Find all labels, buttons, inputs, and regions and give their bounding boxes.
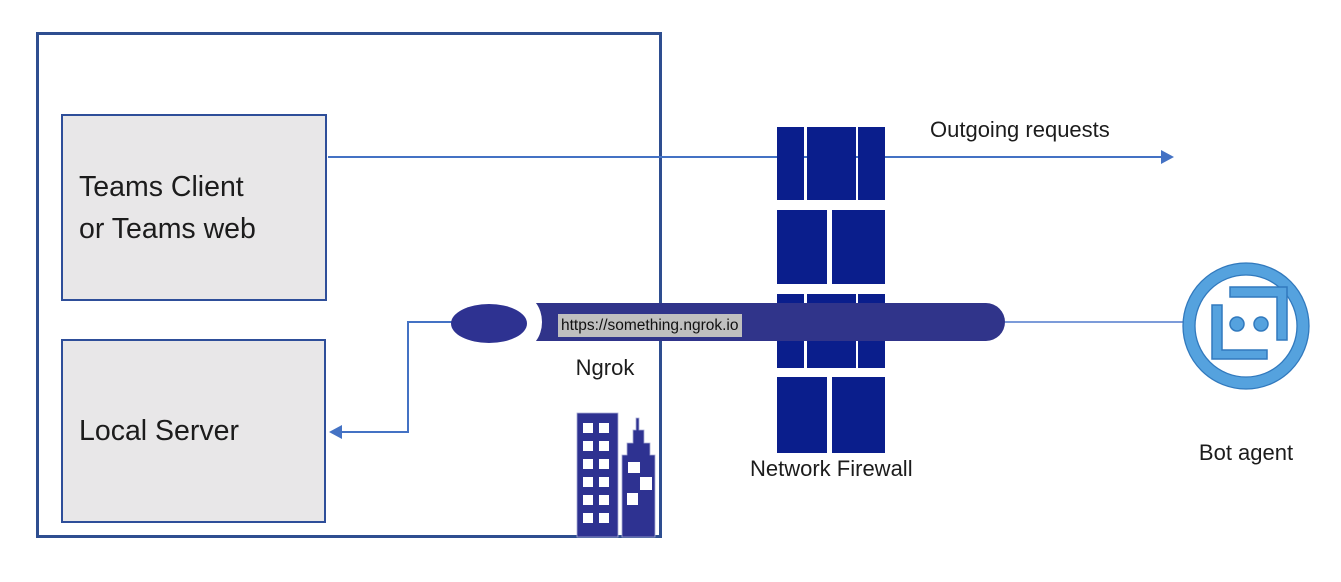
local-server-label: Local Server: [79, 415, 239, 447]
firewall-brick: [807, 127, 856, 200]
tunnel-to-server-line-h2: [342, 431, 408, 433]
firewall-brick: [832, 377, 885, 453]
teams-client-box: Teams Client or Teams web: [61, 114, 327, 301]
bot-face: [1211, 286, 1288, 360]
firewall-brick: [858, 127, 885, 200]
local-network-boundary: [36, 32, 662, 538]
tunnel-to-bot-line: [1005, 321, 1183, 323]
bot-agent-label: Bot agent: [1198, 440, 1294, 465]
network-firewall-label: Network Firewall: [750, 456, 913, 481]
firewall-brick: [777, 210, 827, 284]
teams-client-label: Teams Client or Teams web: [79, 170, 256, 245]
tower-windows: [627, 462, 652, 505]
bot-agent-icon: [1182, 262, 1310, 390]
tunnel-to-server-line-v: [407, 321, 409, 433]
local-server-box: Local Server: [61, 339, 326, 523]
tunnel-mouth-icon: [451, 304, 527, 343]
tunnel-to-server-line-h1: [408, 321, 452, 323]
ngrok-url-text: https://something.ngrok.io: [558, 314, 742, 337]
city-buildings-icon: [576, 412, 656, 538]
firewall-bricks-icon: [777, 127, 885, 453]
building-windows: [583, 423, 609, 523]
outgoing-requests-label: Outgoing requests: [930, 117, 1110, 142]
firewall-brick: [832, 210, 885, 284]
firewall-brick: [777, 127, 804, 200]
firewall-brick: [777, 377, 827, 453]
ngrok-label: Ngrok: [575, 355, 635, 380]
arrow-left-icon: [329, 425, 342, 439]
arrow-right-icon: [1161, 150, 1174, 164]
outgoing-requests-line: [328, 156, 1162, 158]
